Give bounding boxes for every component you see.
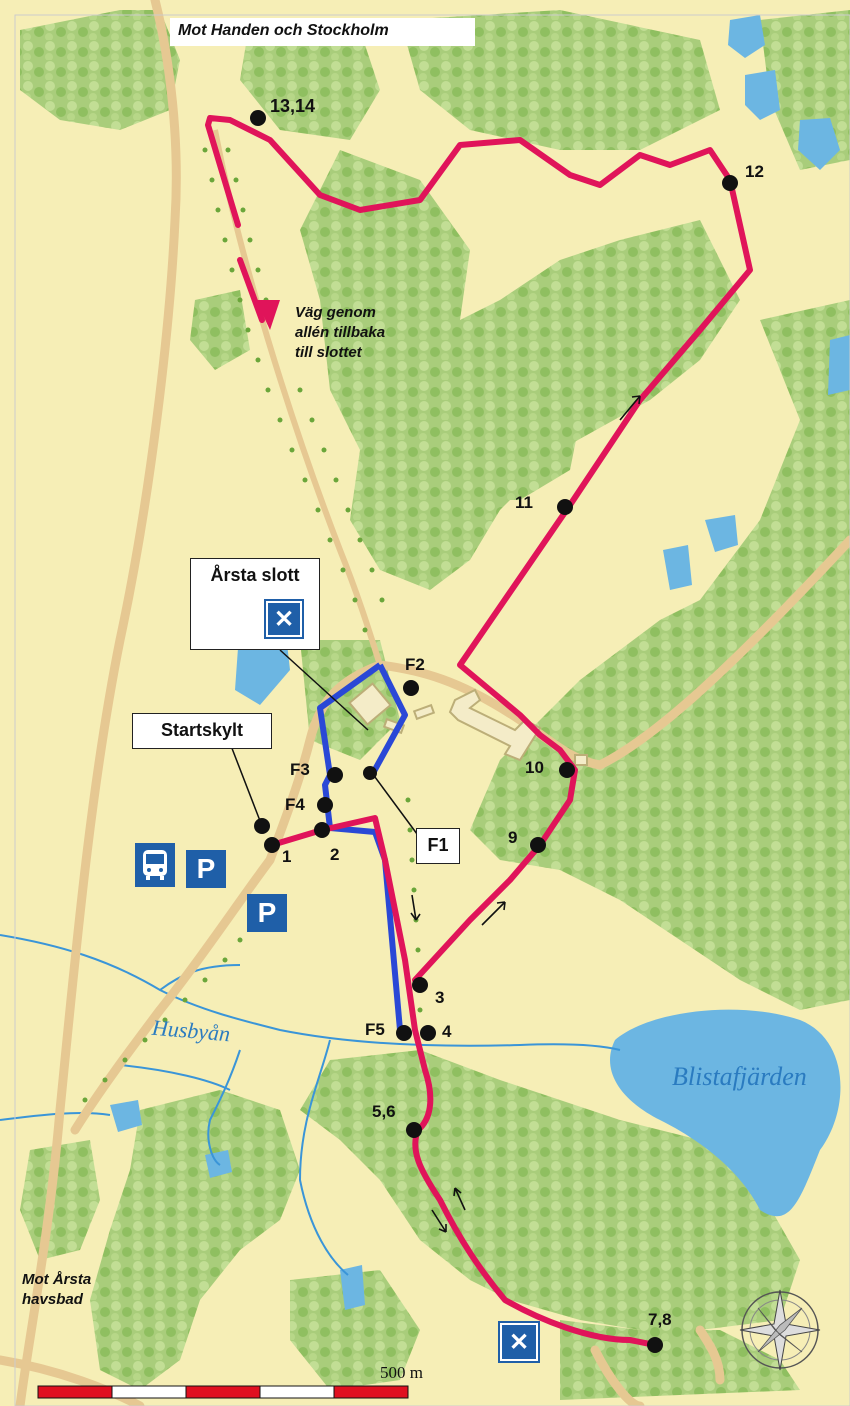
water-bodies xyxy=(110,15,850,1310)
point-label-10: 10 xyxy=(525,758,544,777)
start-sign-label: Startskylt xyxy=(132,713,272,749)
point-label-4: 4 xyxy=(442,1022,452,1041)
avenue-road xyxy=(212,129,383,666)
point-label-11: 11 xyxy=(515,493,533,512)
route-arrow-large xyxy=(256,300,280,330)
point-label-f3: F3 xyxy=(290,760,310,779)
route-points xyxy=(250,110,738,1353)
streams xyxy=(0,934,621,1276)
point-label-1: 1 xyxy=(282,847,292,866)
parking-icon-2: P xyxy=(247,894,287,932)
direction-label-north: Mot Handen och Stockholm xyxy=(170,18,475,46)
point-label-f5: F5 xyxy=(365,1020,385,1039)
f1-label-box: F1 xyxy=(416,828,460,864)
point-label-12: 12 xyxy=(745,162,764,181)
restaurant-icon-south: ✕ xyxy=(498,1321,540,1363)
lake-blistafjarden xyxy=(610,1009,841,1217)
compass-rose-icon xyxy=(739,1289,821,1371)
point-label-3: 3 xyxy=(435,988,445,1007)
buildings xyxy=(348,682,588,766)
route-note-line-3: till slottet xyxy=(295,344,362,361)
bus-glyph xyxy=(143,850,167,880)
castle-label-box: Årsta slott ✕ xyxy=(190,558,320,650)
route-note-line-1: Väg genom xyxy=(295,304,376,321)
point-label-7-8: 7,8 xyxy=(648,1310,672,1329)
lake-label: Blistafjärden xyxy=(672,1062,807,1091)
parking-icon: P xyxy=(186,850,226,888)
point-label-9: 9 xyxy=(508,828,518,847)
route-note: Väg genom allén tillbaka till slottet xyxy=(295,303,385,363)
map-frame xyxy=(14,14,850,1406)
point-label-2: 2 xyxy=(330,845,340,864)
point-label-f2: F2 xyxy=(405,655,425,674)
castle-label: Årsta slott xyxy=(210,565,300,585)
restaurant-icon: ✕ xyxy=(264,599,304,639)
route-note-line-2: allén tillbaka xyxy=(295,324,386,341)
scale-bar xyxy=(37,1385,409,1399)
point-label-f4: F4 xyxy=(285,795,305,814)
southwest-label-line-1: Mot Årsta xyxy=(22,1271,92,1288)
direction-label-southwest: Mot Årsta havsbad xyxy=(22,1270,91,1310)
scale-label: 500 m xyxy=(380,1363,423,1382)
leader-lines xyxy=(227,649,421,839)
direction-arrows xyxy=(410,395,641,1233)
bus-icon xyxy=(135,843,175,887)
southwest-label-line-2: havsbad xyxy=(22,1291,83,1308)
point-label-13-14: 13,14 xyxy=(270,96,316,116)
point-label-5-6: 5,6 xyxy=(372,1102,396,1121)
